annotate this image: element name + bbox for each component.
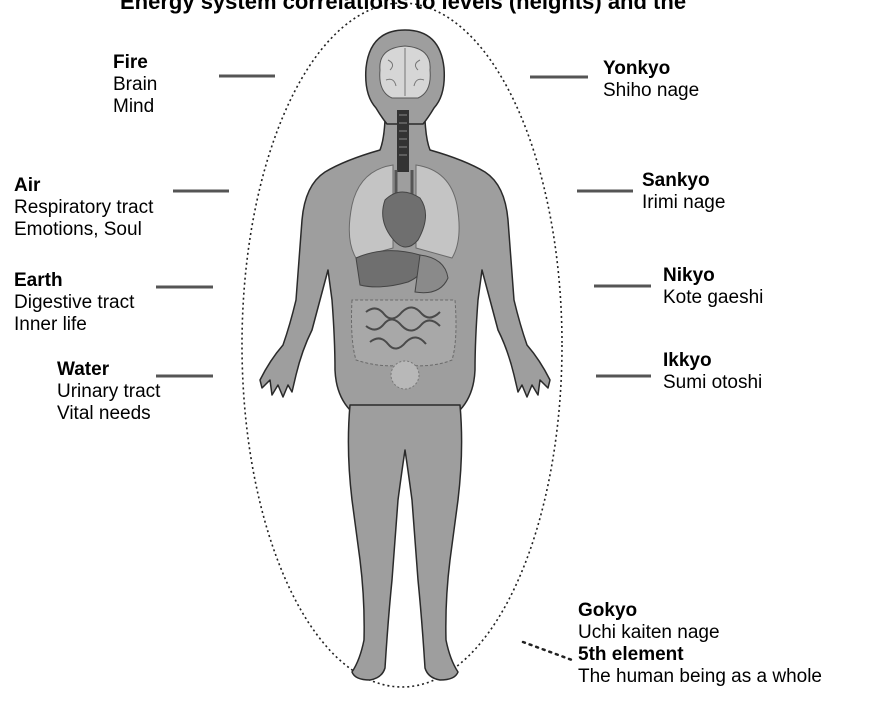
label-air-line1: Respiratory tract [14, 197, 153, 219]
label-fifth-element: 5th element [578, 644, 822, 666]
label-fire-name: Fire [113, 52, 157, 74]
label-ikkyo-name: Ikkyo [663, 350, 762, 372]
label-air-line2: Emotions, Soul [14, 219, 153, 241]
label-earth-line1: Digestive tract [14, 292, 134, 314]
label-yonkyo-name: Yonkyo [603, 58, 699, 80]
label-air: Air Respiratory tract Emotions, Soul [14, 175, 153, 241]
label-sankyo: Sankyo Irimi nage [642, 170, 725, 214]
label-air-name: Air [14, 175, 153, 197]
connector-lines-left [156, 76, 275, 376]
label-nikyo-name: Nikyo [663, 265, 763, 287]
label-water: Water Urinary tract Vital needs [57, 359, 160, 425]
label-earth: Earth Digestive tract Inner life [14, 270, 134, 336]
label-fire-line2: Mind [113, 96, 157, 118]
whole-connector [523, 642, 572, 660]
label-yonkyo: Yonkyo Shiho nage [603, 58, 699, 102]
label-nikyo: Nikyo Kote gaeshi [663, 265, 763, 309]
label-sankyo-name: Sankyo [642, 170, 725, 192]
label-gokyo-line1: Uchi kaiten nage [578, 622, 822, 644]
label-fire-line1: Brain [113, 74, 157, 96]
label-fire: Fire Brain Mind [113, 52, 157, 118]
label-earth-name: Earth [14, 270, 134, 292]
label-ikkyo-line1: Sumi otoshi [663, 372, 762, 394]
label-gokyo: Gokyo Uchi kaiten nage 5th element The h… [578, 600, 822, 688]
label-nikyo-line1: Kote gaeshi [663, 287, 763, 309]
connector-lines-right [530, 77, 651, 376]
label-earth-line2: Inner life [14, 314, 134, 336]
diagram-title: Energy system correlations to levels (he… [120, 0, 874, 13]
label-water-line2: Vital needs [57, 403, 160, 425]
label-sankyo-line1: Irimi nage [642, 192, 725, 214]
trachea-shape [397, 110, 409, 172]
bladder-shape [391, 361, 419, 389]
label-ikkyo: Ikkyo Sumi otoshi [663, 350, 762, 394]
label-yonkyo-line1: Shiho nage [603, 80, 699, 102]
label-gokyo-name: Gokyo [578, 600, 822, 622]
label-water-line1: Urinary tract [57, 381, 160, 403]
label-gokyo-line2: The human being as a whole [578, 666, 822, 688]
label-water-name: Water [57, 359, 160, 381]
